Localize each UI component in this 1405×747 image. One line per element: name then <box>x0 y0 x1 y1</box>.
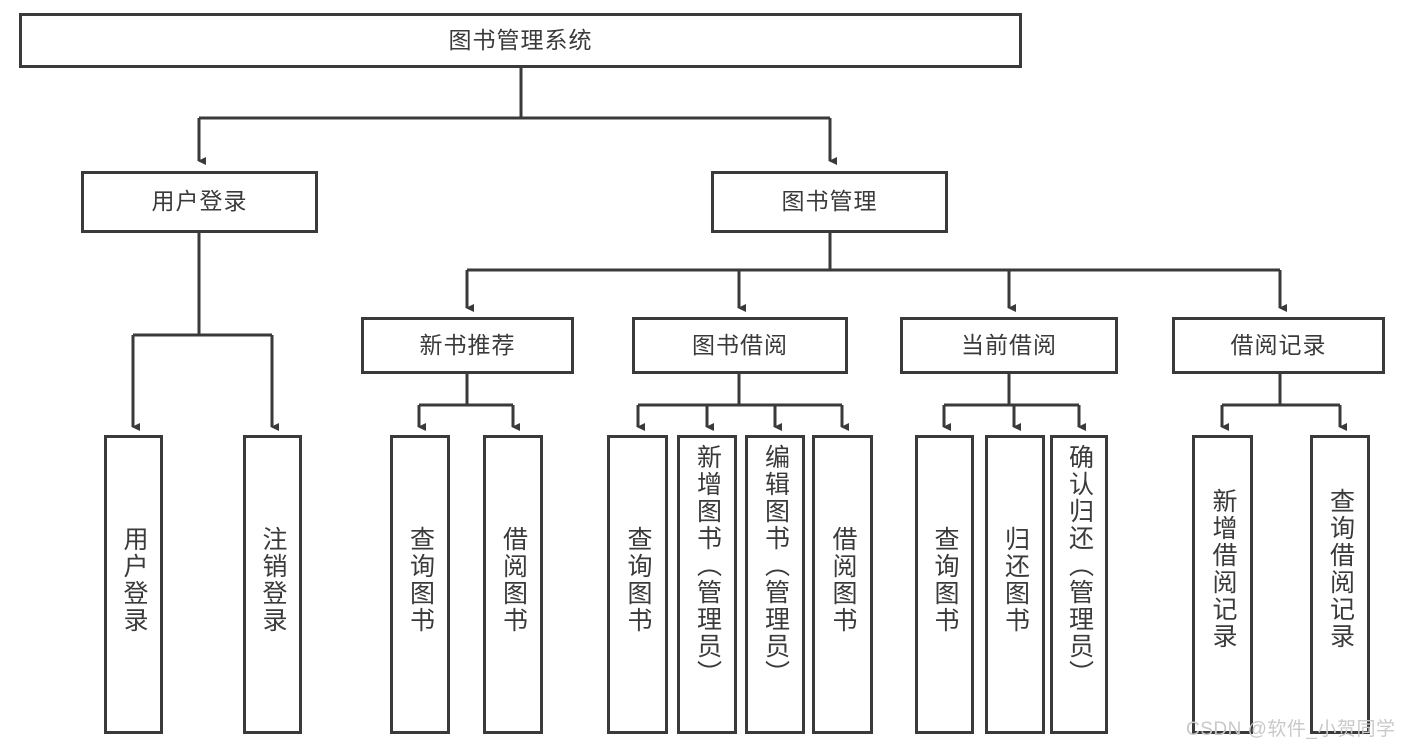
csdn-watermark: CSDN @软件_小贺同学 <box>1186 719 1396 740</box>
leaf-confirm-return-admin[interactable]: 确认归还（管理员） <box>1050 435 1108 734</box>
leaf-query-book-recommend-label: 查询图书 <box>406 526 435 634</box>
leaf-add-book-admin[interactable]: 新增图书（管理员） <box>677 435 737 734</box>
node-book-borrow-label: 图书借阅 <box>692 331 788 358</box>
leaf-borrow-book-label: 借阅图书 <box>829 526 857 634</box>
leaf-edit-book-admin[interactable]: 编辑图书（管理员） <box>745 435 805 734</box>
leaf-add-borrow-record[interactable]: 新增借阅记录 <box>1192 435 1253 734</box>
node-new-book-recommend-label: 新书推荐 <box>419 331 516 358</box>
leaf-logout-label: 注销登录 <box>259 526 287 634</box>
leaf-edit-book-admin-label: 编辑图书（管理员） <box>761 444 790 687</box>
leaf-query-book-current[interactable]: 查询图书 <box>915 435 974 734</box>
node-book-management-label: 图书管理 <box>781 188 878 215</box>
leaf-query-borrow-record-label: 查询借阅记录 <box>1326 488 1355 650</box>
node-root[interactable]: 图书管理系统 <box>19 13 1022 68</box>
leaf-add-borrow-record-label: 新增借阅记录 <box>1209 488 1237 650</box>
leaf-logout[interactable]: 注销登录 <box>243 435 302 734</box>
leaf-user-login[interactable]: 用户登录 <box>104 435 163 734</box>
leaf-return-book[interactable]: 归还图书 <box>985 435 1045 734</box>
node-current-borrow-label: 当前借阅 <box>961 331 1057 358</box>
leaf-query-borrow-record[interactable]: 查询借阅记录 <box>1310 435 1370 734</box>
leaf-add-book-admin-label: 新增图书（管理员） <box>693 444 722 687</box>
node-current-borrow[interactable]: 当前借阅 <box>900 317 1118 374</box>
node-borrow-record[interactable]: 借阅记录 <box>1172 317 1385 374</box>
node-borrow-record-label: 借阅记录 <box>1230 331 1327 358</box>
leaf-return-book-label: 归还图书 <box>1001 526 1030 634</box>
node-new-book-recommend[interactable]: 新书推荐 <box>361 317 574 374</box>
leaf-query-book-borrow[interactable]: 查询图书 <box>607 435 668 734</box>
leaf-query-book-borrow-label: 查询图书 <box>624 526 652 634</box>
leaf-query-book-current-label: 查询图书 <box>931 526 959 634</box>
leaf-confirm-return-admin-label: 确认归还（管理员） <box>1065 444 1094 687</box>
leaf-user-login-label: 用户登录 <box>120 526 148 634</box>
leaf-borrow-book[interactable]: 借阅图书 <box>812 435 873 734</box>
leaf-borrow-book-recommend-label: 借阅图书 <box>499 526 528 634</box>
node-book-management[interactable]: 图书管理 <box>711 171 948 233</box>
node-book-borrow[interactable]: 图书借阅 <box>632 317 848 374</box>
node-user-login-label: 用户登录 <box>151 188 248 215</box>
node-root-label: 图书管理系统 <box>448 26 593 53</box>
leaf-borrow-book-recommend[interactable]: 借阅图书 <box>483 435 543 734</box>
leaf-query-book-recommend[interactable]: 查询图书 <box>390 435 450 734</box>
node-user-login[interactable]: 用户登录 <box>81 171 318 233</box>
